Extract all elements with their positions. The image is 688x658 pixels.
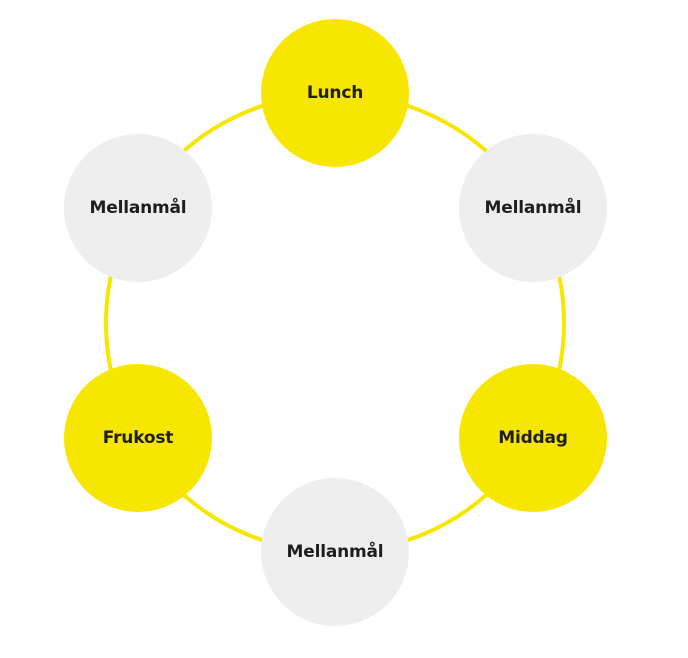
- meal-node-snack-morning: Mellanmål: [64, 134, 212, 282]
- meal-node-breakfast: Frukost: [64, 364, 212, 512]
- meal-label-snack-morning: Mellanmål: [89, 198, 187, 218]
- meal-label-snack-afternoon: Mellanmål: [484, 198, 582, 218]
- meal-label-lunch: Lunch: [306, 83, 364, 103]
- meal-node-lunch: Lunch: [261, 19, 409, 167]
- meal-node-snack-afternoon: Mellanmål: [459, 134, 607, 282]
- meal-node-snack-evening: Mellanmål: [261, 478, 409, 626]
- meal-label-breakfast: Frukost: [102, 428, 174, 448]
- meal-label-snack-evening: Mellanmål: [286, 542, 384, 562]
- meal-node-dinner: Middag: [459, 364, 607, 512]
- meal-label-dinner: Middag: [498, 428, 568, 448]
